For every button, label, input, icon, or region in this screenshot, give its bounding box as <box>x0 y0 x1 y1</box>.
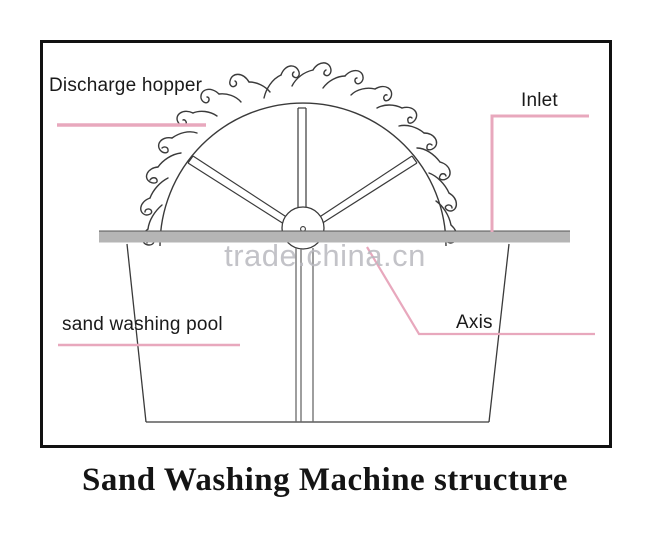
label-sand-washing-pool: sand washing pool <box>62 314 223 335</box>
label-inlet: Inlet <box>521 90 558 111</box>
diagram-caption: Sand Washing Machine structure <box>82 462 568 498</box>
label-axis: Axis <box>456 312 493 333</box>
watermark-text: trade.china.cn <box>224 238 426 273</box>
label-discharge-hopper: Discharge hopper <box>49 75 203 96</box>
